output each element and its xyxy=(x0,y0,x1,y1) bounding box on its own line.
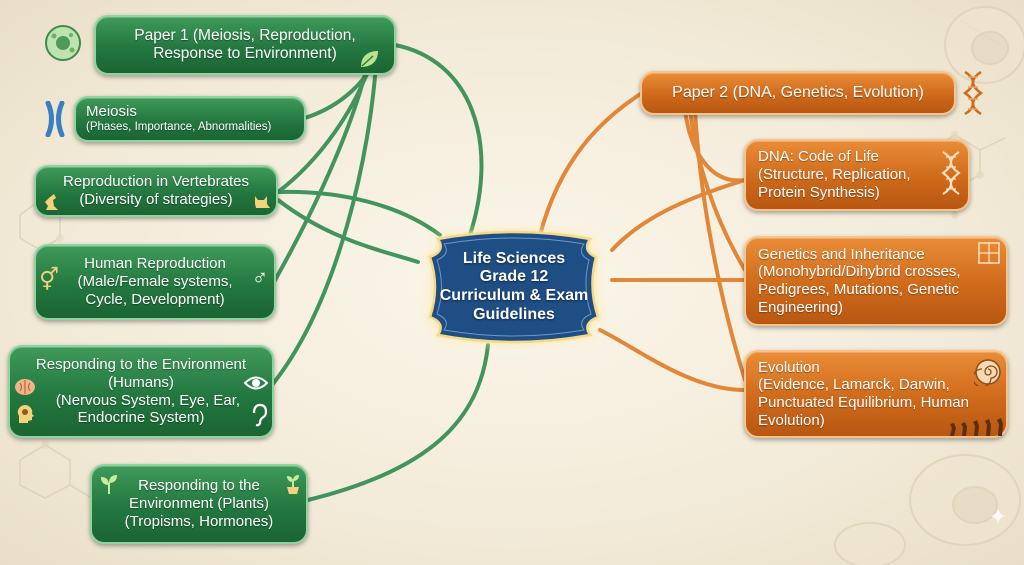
genetics-line: Engineering) xyxy=(758,298,844,316)
human-reproduction-line: (Male/Female systems, xyxy=(77,273,233,291)
cat-icon xyxy=(252,192,272,212)
responding-plants-line: (Tropisms, Hormones) xyxy=(124,512,274,530)
dna-strand-icon xyxy=(940,150,962,196)
connector-paper2-center xyxy=(538,91,644,237)
plant-pot-icon xyxy=(282,473,304,495)
human-reproduction-node[interactable]: Human Reproduction (Male/Female systems,… xyxy=(34,244,276,320)
brain-icon xyxy=(14,377,36,397)
vertebrates-node[interactable]: Reproduction in Vertebrates (Diversity o… xyxy=(34,165,278,217)
responding-plants-node[interactable]: Responding to the Environment (Plants) (… xyxy=(90,464,308,544)
evolution-line: Evolution) xyxy=(758,411,825,429)
dna-node[interactable]: DNA: Code of Life (Structure, Replicatio… xyxy=(744,139,970,211)
genetics-node[interactable]: Genetics and Inheritance (Monohybrid/Dih… xyxy=(744,236,1008,326)
dna-line: (Structure, Replication, xyxy=(758,166,911,184)
connector-vertebrates xyxy=(276,189,442,237)
vertebrates-line: (Diversity of strategies) xyxy=(79,191,233,208)
connector-center-left xyxy=(276,198,420,264)
responding-humans-line: Responding to the Environment xyxy=(35,356,247,374)
responding-plants-line: Environment (Plants) xyxy=(128,495,270,513)
paper2-line: Paper 2 (DNA, Genetics, Evolution) xyxy=(672,83,924,101)
connector-plants xyxy=(306,343,490,502)
ear-icon xyxy=(250,403,268,427)
chromosome-icon xyxy=(44,101,66,137)
connector-genetics-paper2 xyxy=(688,106,747,272)
responding-humans-line: (Humans) xyxy=(108,373,174,391)
evolution-line: Punctuated Equilibrium, Human xyxy=(758,394,969,411)
human-reproduction-line: Human Reproduction xyxy=(84,255,226,273)
human-reproduction-line: Cycle, Development) xyxy=(85,290,225,308)
meiosis-node[interactable]: Meiosis (Phases, Importance, Abnormaliti… xyxy=(74,96,306,142)
center-title-line: Grade 12 xyxy=(479,268,549,286)
human-evolution-icon xyxy=(948,418,1006,436)
dna-helix-icon xyxy=(962,70,984,116)
center-title: Life Sciences Grade 12 Curriculum & Exam… xyxy=(416,225,612,349)
head-profile-icon xyxy=(14,403,36,425)
center-title-line: Life Sciences xyxy=(462,249,566,267)
paper1-line: Paper 1 (Meiosis, Reproduction, xyxy=(134,26,356,44)
sparkle-icon: ✦ xyxy=(988,504,1008,529)
responding-humans-node[interactable]: Responding to the Environment (Humans) (… xyxy=(8,345,274,438)
vertebrates-line: Reproduction in Vertebrates xyxy=(63,173,249,191)
paper2-node[interactable]: Paper 2 (DNA, Genetics, Evolution) xyxy=(640,71,956,115)
evolution-line: Evolution xyxy=(758,358,820,376)
connector-dna-center xyxy=(610,178,747,252)
connector-paper1-center xyxy=(393,43,484,237)
connector-human-repro xyxy=(272,60,370,284)
punnett-square-icon xyxy=(978,242,1000,264)
dna-line: Protein Synthesis) xyxy=(758,183,880,201)
responding-humans-line: Endocrine System) xyxy=(77,409,205,427)
eye-icon xyxy=(244,374,268,392)
connector-dna xyxy=(683,108,747,183)
center-title-line: Guidelines xyxy=(473,305,555,323)
genetics-line: Pedigrees, Mutations, Genetic xyxy=(758,281,959,298)
center-badge-shape xyxy=(426,229,602,345)
male-symbol-icon: ♂ xyxy=(251,265,269,290)
kangaroo-icon xyxy=(40,192,60,212)
dna-line: DNA: Code of Life xyxy=(758,148,879,166)
center-title-line: Curriculum & Exam xyxy=(439,287,589,304)
cell-icon xyxy=(44,24,82,62)
center-node[interactable]: Life Sciences Grade 12 Curriculum & Exam… xyxy=(416,225,612,349)
connector-evolution xyxy=(598,328,747,392)
genetics-line: (Monohybrid/Dihybrid crosses, xyxy=(758,263,961,281)
evolution-line: (Evidence, Lamarck, Darwin, xyxy=(758,376,950,394)
evolution-node[interactable]: Evolution (Evidence, Lamarck, Darwin, Pu… xyxy=(744,350,1008,438)
ammonite-shell-icon xyxy=(974,358,1002,386)
meiosis-title: Meiosis xyxy=(86,103,137,121)
responding-humans-line: (Nervous System, Eye, Ear, xyxy=(55,391,241,409)
gender-symbol-icon: ⚥ xyxy=(39,267,59,292)
leaf-icon xyxy=(358,48,380,70)
connector-responding-humans xyxy=(270,62,378,387)
paper1-line: Response to Environment) xyxy=(153,45,337,62)
genetics-line: Genetics and Inheritance xyxy=(758,245,925,263)
meiosis-subtitle: (Phases, Importance, Abnormalities) xyxy=(86,121,272,134)
connector-evolution-paper2 xyxy=(693,108,747,382)
responding-plants-line: Responding to the xyxy=(138,477,260,495)
sprout-icon xyxy=(98,473,120,495)
paper1-node[interactable]: Paper 1 (Meiosis, Reproduction, Response… xyxy=(94,15,396,75)
